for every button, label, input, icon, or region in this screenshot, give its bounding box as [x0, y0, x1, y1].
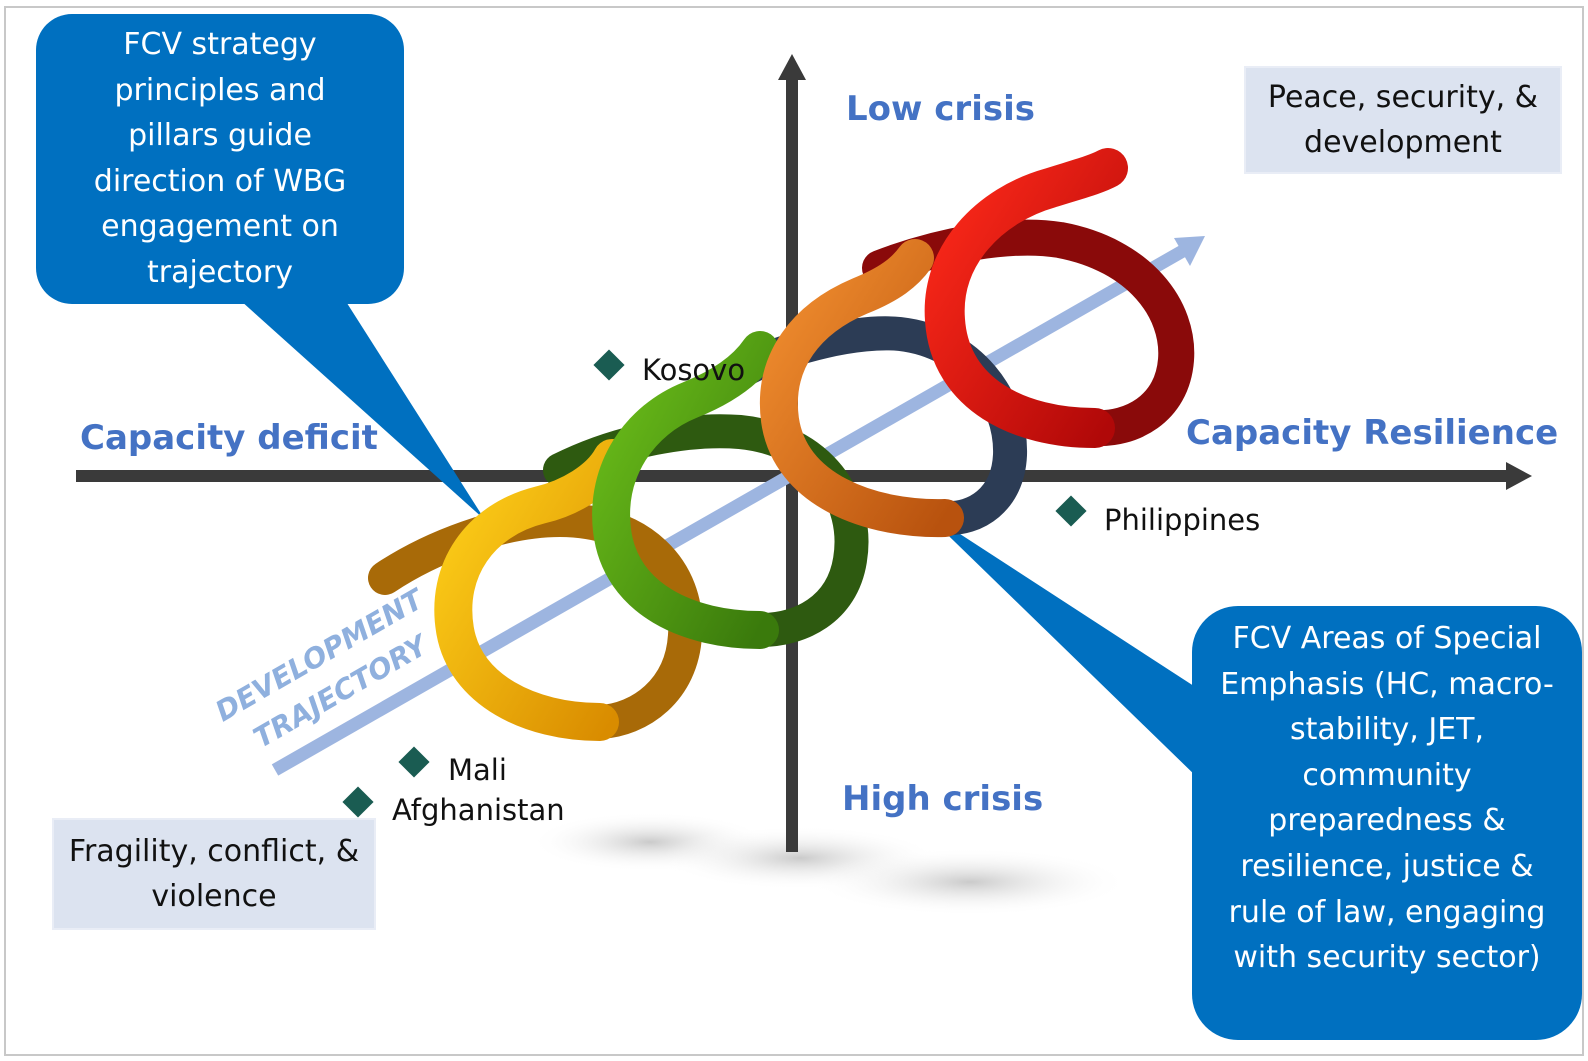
marker-afghanistan: [342, 786, 374, 818]
callout-bottom-right-text: FCV Areas of Special Emphasis (HC, macro…: [1220, 621, 1554, 976]
box-fragility-conflict-violence: Fragility, conflict, & violence: [52, 818, 376, 930]
country-philippines: Philippines: [1104, 503, 1261, 537]
spiral-loop-yellow: [434, 439, 631, 741]
box-peace-security-development: Peace, security, & development: [1244, 66, 1562, 174]
vertical-axis-arrowhead: [778, 54, 806, 80]
marker-philippines: [1055, 495, 1087, 527]
marker-mali: [398, 746, 430, 778]
label-high-crisis: High crisis: [842, 779, 1044, 819]
label-capacity-deficit: Capacity deficit: [80, 418, 378, 458]
box-fragility-conflict-violence-text: Fragility, conflict, & violence: [68, 834, 360, 914]
development-trajectory-arrowhead: [1174, 236, 1205, 266]
callout-bottom-right: [1192, 606, 1582, 1040]
development-trajectory-arrow: [271, 242, 1192, 776]
label-low-crisis: Low crisis: [846, 89, 1035, 129]
callout-tail-top-left: [240, 300, 485, 520]
spiral-loop-green: [592, 331, 779, 649]
callout-tail-bottom-right: [920, 508, 1200, 780]
spiral-loop-red: [924, 148, 1128, 448]
callout-top-left-text: FCV strategy principles and pillars guid…: [93, 27, 347, 290]
box-peace-security-development-text: Peace, security, & development: [1267, 80, 1539, 160]
marker-kosovo: [593, 349, 625, 381]
country-afghanistan: Afghanistan: [392, 793, 565, 827]
country-mali: Mali: [448, 753, 507, 787]
country-kosovo: Kosovo: [642, 353, 746, 387]
label-capacity-resilience: Capacity Resilience: [1186, 413, 1559, 453]
horizontal-axis-arrowhead: [1506, 462, 1532, 490]
spiral-loop-orange: [759, 239, 964, 538]
ground-shadow: [810, 848, 1130, 916]
callout-top-left: [36, 14, 404, 304]
figure-frame: [4, 6, 1584, 1056]
